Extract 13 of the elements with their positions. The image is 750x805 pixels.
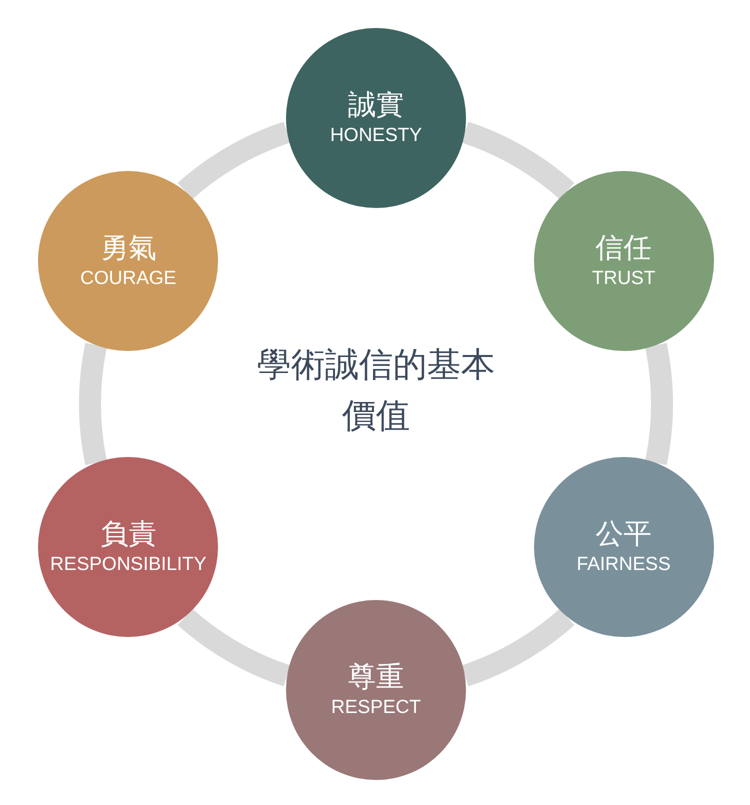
english-label: COURAGE bbox=[80, 266, 176, 291]
chinese-label: 尊重 bbox=[348, 659, 404, 696]
chinese-label: 勇氣 bbox=[100, 230, 156, 266]
chinese-label: 公平 bbox=[596, 516, 652, 552]
center-title: 學術誠信的基本價值 bbox=[256, 344, 496, 438]
english-label: RESPONSIBILITY bbox=[50, 552, 206, 577]
chinese-label: 誠實 bbox=[348, 87, 404, 124]
chinese-label: 信任 bbox=[596, 230, 652, 266]
english-label: FAIRNESS bbox=[576, 552, 671, 577]
english-label: TRUST bbox=[592, 266, 656, 291]
english-label: RESPECT bbox=[331, 696, 421, 720]
chinese-label: 負責 bbox=[100, 516, 156, 552]
english-label: HONESTY bbox=[330, 124, 422, 148]
